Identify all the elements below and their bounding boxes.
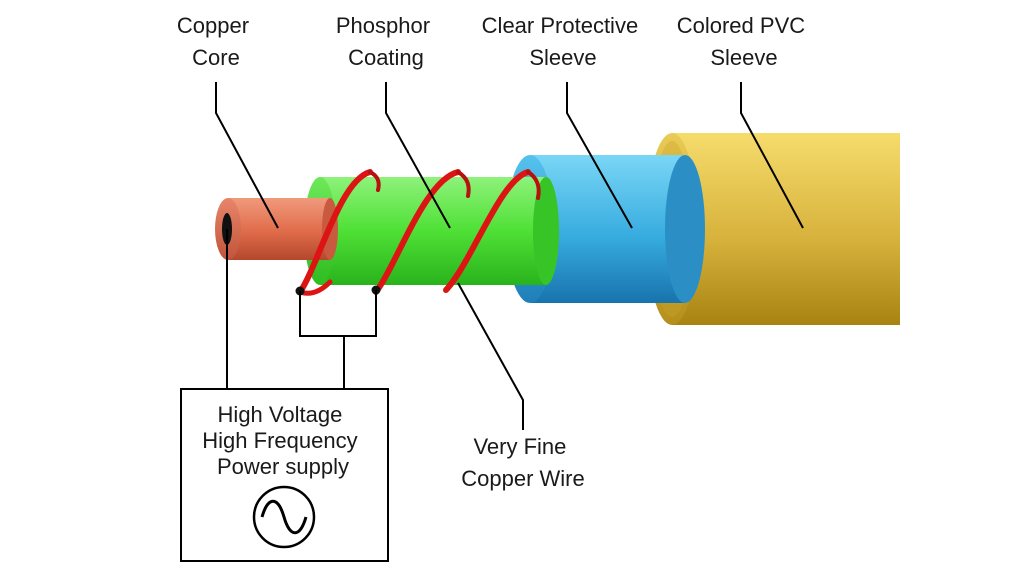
- label-line: High Frequency: [202, 428, 357, 453]
- label-line: Copper: [177, 13, 249, 38]
- label-line: Clear Protective: [482, 13, 639, 38]
- label-line: High Voltage: [218, 402, 343, 427]
- label-clear-protective-sleeve: Clear Protective Sleeve: [482, 13, 645, 70]
- label-line: Sleeve: [529, 45, 596, 70]
- label-line: Sleeve: [710, 45, 777, 70]
- label-line: Colored PVC: [677, 13, 806, 38]
- label-line: Phosphor: [336, 13, 430, 38]
- label-line: Core: [192, 45, 240, 70]
- label-copper-core: Copper Core: [177, 13, 255, 70]
- leader-lines: [215, 82, 804, 430]
- label-power-supply: High Voltage High Frequency Power supply: [202, 402, 363, 479]
- label-very-fine-copper-wire: Very Fine Copper Wire: [461, 434, 584, 491]
- ac-sine-wave-icon: [252, 485, 316, 549]
- supply-connections: [226, 229, 377, 389]
- label-line: Coating: [348, 45, 424, 70]
- label-line: Copper Wire: [461, 466, 584, 491]
- power-supply-box: [180, 388, 389, 562]
- label-colored-pvc-sleeve: Colored PVC Sleeve: [677, 13, 812, 70]
- label-line: Very Fine: [473, 434, 566, 459]
- label-phosphor-coating: Phosphor Coating: [336, 13, 436, 70]
- label-line: Power supply: [217, 454, 349, 479]
